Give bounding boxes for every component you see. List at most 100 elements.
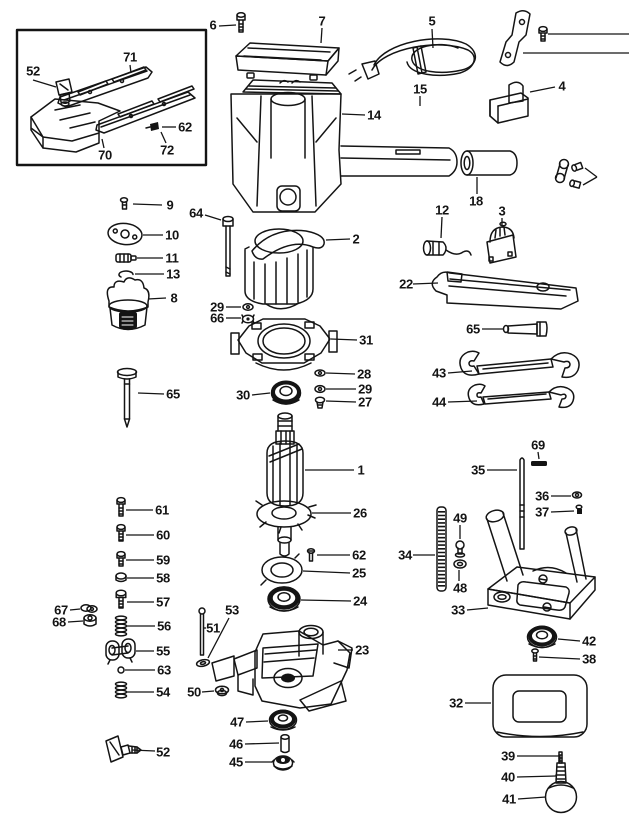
- part-label-44: 44: [432, 394, 446, 410]
- field-stator-2: [244, 228, 325, 310]
- sub-base-32: [492, 674, 588, 738]
- part-label-54: 54: [156, 684, 170, 700]
- leader-line-43: [447, 370, 473, 374]
- leader-line-12: [440, 216, 443, 239]
- leader-line-64: [204, 214, 222, 221]
- part-label-1: 1: [357, 462, 365, 478]
- part-label-26: 26: [353, 505, 367, 521]
- part-label-48: 48: [453, 580, 467, 596]
- leader-line-69: [537, 451, 540, 460]
- part-label-40: 40: [501, 769, 515, 785]
- leader-line-72: [160, 131, 167, 144]
- leader-line-52: [32, 79, 57, 88]
- part-label-27: 27: [358, 394, 372, 410]
- part-label-33: 33: [451, 602, 465, 618]
- washer-25: [260, 553, 303, 586]
- pin-69: [531, 461, 547, 466]
- part-label-52: 52: [26, 63, 40, 79]
- part-label-25: 25: [352, 565, 366, 581]
- leader-line-4: [529, 86, 556, 93]
- motor-base-23: [211, 624, 353, 712]
- armature-1: [266, 412, 304, 507]
- guide-shoe-22: [431, 271, 579, 310]
- nut-58: [115, 572, 127, 583]
- part-label-43: 43: [432, 365, 446, 381]
- clamp-55: [105, 638, 136, 665]
- part-label-8: 8: [170, 290, 178, 306]
- part-label-22: 22: [399, 276, 413, 292]
- leader-line-41: [517, 796, 547, 800]
- part-label-14: 14: [367, 107, 381, 123]
- part-label-28: 28: [357, 366, 371, 382]
- collet-nut-45: [271, 755, 295, 771]
- collet-46: [280, 734, 290, 754]
- cap-3: [486, 221, 517, 264]
- part-label-32: 32: [449, 695, 463, 711]
- part-label-39: 39: [501, 748, 515, 764]
- washer-48: [453, 559, 467, 569]
- part-label-15: 15: [413, 81, 427, 97]
- part-label-13: 13: [166, 266, 180, 282]
- leader-line-42: [557, 638, 581, 642]
- power-cord-5: [348, 38, 476, 82]
- ring-36: [571, 491, 583, 499]
- link-and-screws: [554, 158, 584, 189]
- part-label-31: 31: [359, 332, 373, 348]
- screw-61: [116, 496, 126, 517]
- part-label-46: 46: [229, 736, 243, 752]
- nut-68: [83, 614, 97, 627]
- leader-line-5: [431, 28, 434, 49]
- part-label-9: 9: [166, 197, 174, 213]
- nut-29-upper: [242, 303, 254, 311]
- part-label-69: 69: [531, 437, 545, 453]
- part-label-66: 66: [210, 310, 224, 326]
- part-label-41: 41: [502, 791, 516, 807]
- part-label-56: 56: [157, 618, 171, 634]
- part-label-42: 42: [582, 633, 596, 649]
- leader-line-50: [201, 690, 215, 693]
- part-label-60: 60: [156, 527, 170, 543]
- screw-9: [119, 197, 129, 210]
- bearing-47: [268, 709, 298, 731]
- part-label-12: 12: [435, 202, 449, 218]
- bracket: [499, 10, 531, 67]
- part-label-53: 53: [225, 602, 239, 618]
- leader-line-38: [538, 656, 581, 660]
- switch-4: [489, 81, 529, 124]
- plate-10: [107, 222, 143, 246]
- part-label-7: 7: [318, 13, 326, 29]
- inset-wing-screw-52: [55, 78, 73, 107]
- screw-64: [222, 215, 234, 277]
- screw-49: [454, 540, 466, 558]
- leader-line-70: [101, 138, 105, 149]
- leader-line-39: [517, 755, 561, 762]
- spring-56: [114, 615, 128, 637]
- part-label-52: 52: [156, 744, 170, 760]
- rod-35: [519, 457, 525, 550]
- part-label-30: 30: [236, 387, 250, 403]
- leader-line-30: [251, 392, 271, 396]
- part-label-68: 68: [52, 614, 66, 630]
- part-label-63: 63: [157, 662, 171, 678]
- leader-line-67: [69, 608, 81, 611]
- part-label-72: 72: [160, 142, 174, 158]
- part-label-50: 50: [187, 684, 201, 700]
- leader-line-71: [129, 64, 132, 74]
- part-label-62: 62: [178, 119, 192, 135]
- edge-guide-inset: [15, 28, 208, 167]
- inset-screw-62: [145, 122, 159, 131]
- handle-tube-18: [460, 150, 518, 176]
- part-label-29: 29: [358, 381, 372, 397]
- leader-line-33: [466, 607, 489, 611]
- part-label-65: 65: [166, 386, 180, 402]
- part-label-5: 5: [428, 13, 436, 29]
- bearing-bracket-31: [230, 318, 338, 371]
- part-label-6: 6: [209, 17, 217, 33]
- threaded-rod-34: [436, 506, 447, 592]
- leader-line-27: [325, 400, 357, 403]
- top-cover-7: [235, 42, 340, 81]
- fan-26: [255, 500, 317, 557]
- part-label-71: 71: [123, 49, 137, 65]
- part-label-49: 49: [453, 510, 467, 526]
